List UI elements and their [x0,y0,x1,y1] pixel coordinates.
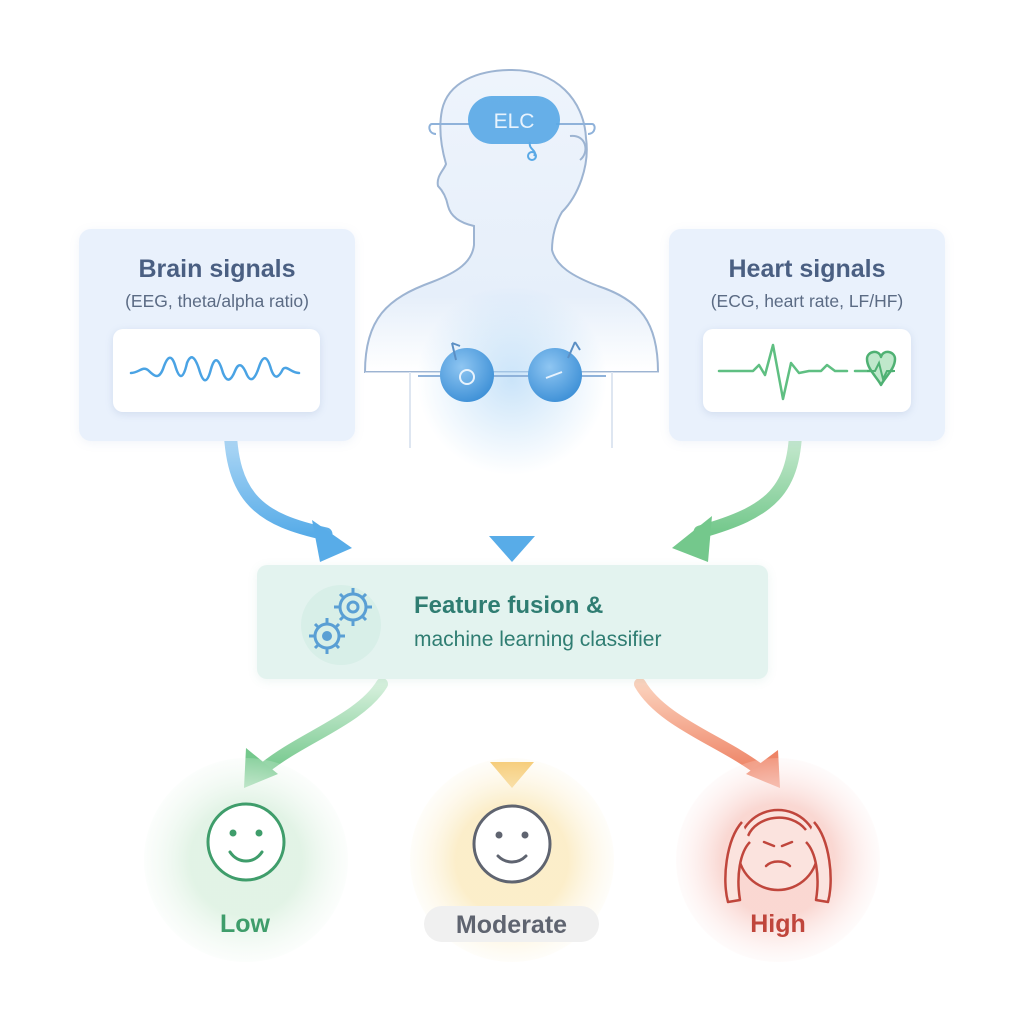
classifier-box: Feature fusion & machine learning classi… [257,565,768,679]
brain-panel-title: Brain signals [138,255,296,283]
neutral-face-icon [472,804,552,884]
eeg-electrode-icon [468,96,560,144]
ecg-electrode-left-icon [440,342,494,402]
heart-to-classifier-arrow [672,413,803,562]
outcome-high-label: High [750,910,806,938]
electrode-label: ELC [494,110,535,133]
outcome-low-label: Low [220,910,270,938]
body-to-classifier-arrow [489,408,535,562]
ecg-electrodes [417,285,607,475]
ecg-wave-icon [717,343,897,401]
brain-signals-panel: Brain signals (EEG, theta/alpha ratio) [79,229,355,441]
ecg-wave-card [703,329,911,412]
heart-panel-title: Heart signals [728,255,886,283]
outcome-low [144,758,348,962]
stressed-face-icon [724,808,832,904]
heart-signals-panel: Heart signals (ECG, heart rate, LF/HF) [669,229,945,441]
eeg-headband-icon: ELC [428,96,596,161]
smile-face-icon [206,802,286,882]
classifier-subtitle: machine learning classifier [414,628,662,651]
eeg-wave-icon [129,356,301,382]
outcome-moderate-label: Moderate [424,906,599,942]
eeg-wave-card [113,329,320,412]
brain-panel-subtitle: (EEG, theta/alpha ratio) [125,291,309,311]
ecg-electrode-right-icon [528,341,582,402]
brain-to-classifier-arrow [223,413,352,562]
gears-icon [301,585,381,665]
outcome-high [676,758,880,962]
classifier-title: Feature fusion & [414,592,604,619]
heart-panel-subtitle: (ECG, heart rate, LF/HF) [710,291,904,311]
heart-icon [865,350,897,387]
